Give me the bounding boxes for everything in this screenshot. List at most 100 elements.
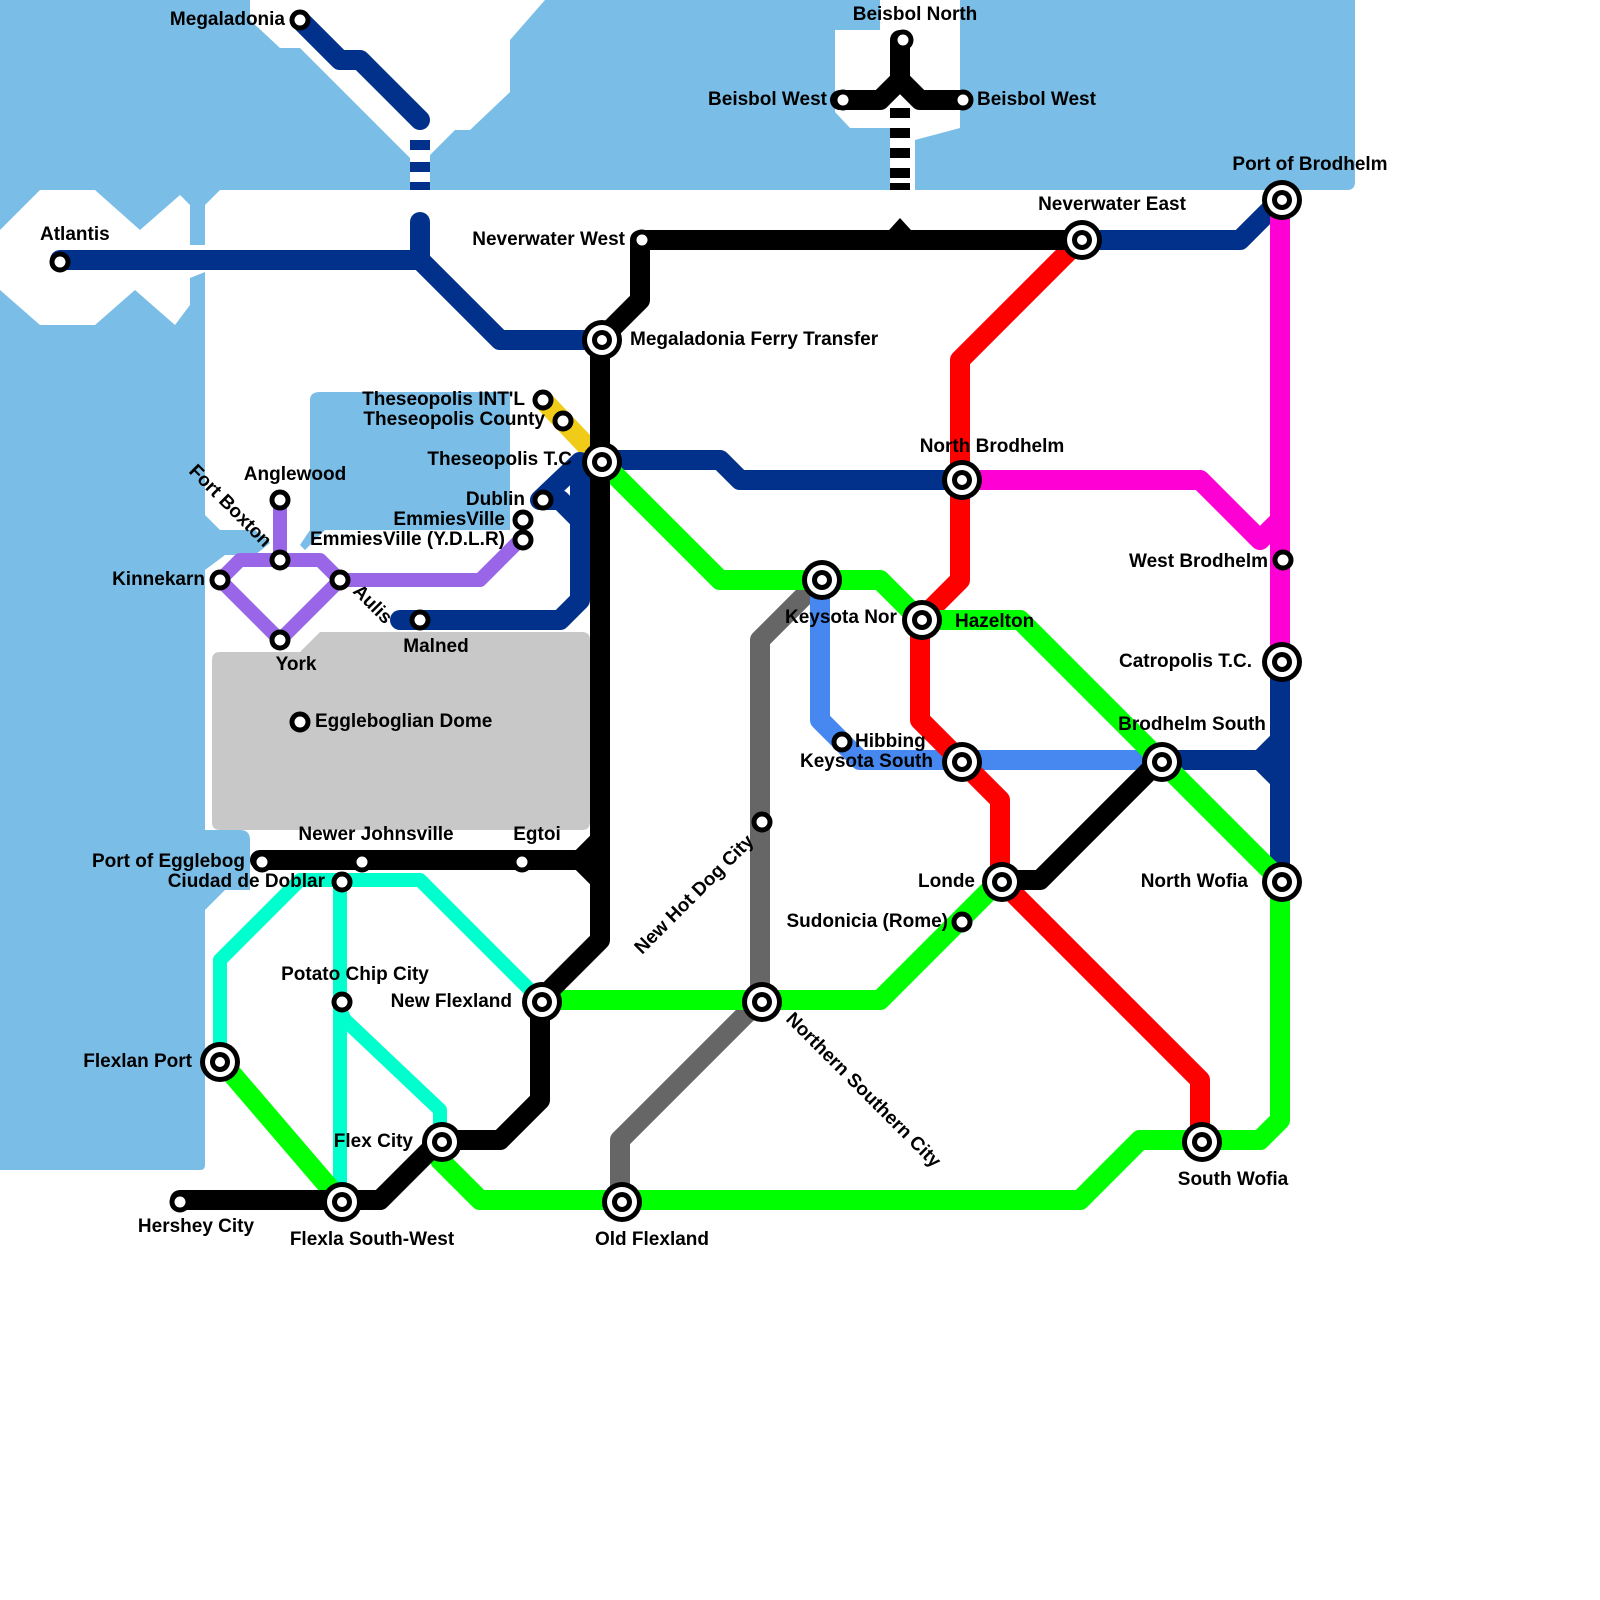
label-emmiesville: EmmiesVille [393,509,505,530]
label-aulis: Aulis [348,581,396,629]
station-newer-johnsville[interactable] [351,851,373,873]
route-lines [50,10,1290,1210]
station-hibbing[interactable] [831,731,853,753]
water-north-central [430,0,890,190]
label-beisbol-north: Beisbol North [853,4,978,25]
interchange-north-wofia[interactable] [1262,862,1302,902]
grey-line[interactable] [610,570,830,1210]
interchange-port-of-brodhelm[interactable] [1262,180,1302,220]
label-brodhelm-south: Brodhelm South [1118,714,1266,735]
station-beisbol-west-2[interactable] [952,89,974,111]
label-londe: Londe [918,871,975,892]
magenta-line[interactable] [950,190,1290,670]
water-west [0,272,205,1170]
station-fort-boxton[interactable] [269,549,291,571]
interchange-flex-city[interactable] [422,1122,462,1162]
label-theseopolis-county: Theseopolis County [363,409,545,430]
water-west-inlet [205,830,250,910]
station-emmiesville-ydlr[interactable] [512,529,534,551]
interchange-theseopolis-tc[interactable] [582,442,622,482]
station-emmiesville[interactable] [512,509,534,531]
interchange-londe[interactable] [982,862,1022,902]
station-ciudad-de-doblar[interactable] [331,871,353,893]
label-north-brodhelm: North Brodhelm [920,436,1065,457]
water-northeast [915,0,1355,190]
label-theseopolis-tc: Theseopolis T.C [427,449,572,470]
station-kinnekarn[interactable] [209,569,231,591]
black-ferry-segment [890,108,910,190]
label-megaladonia-ferry: Megaladonia Ferry Transfer [630,329,879,350]
station-new-hot-dog-city[interactable] [751,811,773,833]
navy-ferry-segment [410,140,430,190]
station-malned[interactable] [409,609,431,631]
label-eggleboglian-dome: Eggleboglian Dome [315,711,492,732]
label-west-brodhelm: West Brodhelm [1129,551,1268,572]
label-dublin: Dublin [466,489,525,510]
red-line[interactable] [910,230,1210,1150]
interchange-hazelton[interactable] [902,600,942,640]
station-beisbol-west-1[interactable] [832,89,854,111]
label-port-of-egglebog: Port of Egglebog [92,851,245,872]
label-catropolis-tc: Catropolis T.C. [1119,651,1252,672]
station-hershey-city[interactable] [169,1191,191,1213]
station-dublin[interactable] [532,489,554,511]
interchange-megaladonia-ferry[interactable] [582,320,622,360]
label-old-flexland: Old Flexland [595,1229,709,1250]
label-kinnekarn: Kinnekarn [112,569,205,590]
station-atlantis[interactable] [49,251,71,273]
water-northwest [0,0,410,245]
station-egtoi[interactable] [511,851,533,873]
label-hershey-city: Hershey City [138,1216,255,1237]
label-new-hot-dog-city: New Hot Dog City [631,831,759,959]
label-theseopolis-intl: Theseopolis INT'L [362,389,525,410]
label-south-wofia: South Wofia [1178,1169,1289,1190]
interchange-flexlan-port[interactable] [200,1042,240,1082]
interchange-old-flexland[interactable] [602,1182,642,1222]
label-newer-johnsville: Newer Johnsville [298,824,453,845]
station-west-brodhelm[interactable] [1272,549,1294,571]
label-flex-city: Flex City [334,1131,414,1152]
station-neverwater-west[interactable] [631,229,653,251]
label-york: York [276,654,317,675]
label-egtoi: Egtoi [513,824,561,845]
label-northern-southern-city: Northern Southern City [781,1009,945,1173]
station-potato-chip-city[interactable] [331,991,353,1013]
station-eggleboglian-dome[interactable] [289,711,311,733]
cyan-line[interactable] [213,873,547,1207]
station-theseopolis-county[interactable] [552,410,574,432]
interchange-north-brodhelm[interactable] [942,460,982,500]
station-york[interactable] [269,629,291,651]
stations [49,9,1302,1222]
interchange-flexla-south-west[interactable] [322,1182,362,1222]
interchange-northern-southern-city[interactable] [742,982,782,1022]
label-malned: Malned [403,636,468,657]
interchange-keysota-south[interactable] [942,742,982,782]
interchange-brodhelm-south[interactable] [1142,742,1182,782]
interchange-new-flexland[interactable] [522,982,562,1022]
station-beisbol-north[interactable] [892,29,914,51]
black-line[interactable] [170,30,1170,1210]
label-port-of-brodhelm: Port of Brodhelm [1232,154,1387,175]
interchange-keysota-north[interactable] [802,560,842,600]
interchange-catropolis-tc[interactable] [1262,642,1302,682]
station-anglewood[interactable] [269,489,291,511]
station-aulis[interactable] [329,569,351,591]
label-sudonicia: Sudonicia (Rome) [786,911,948,932]
station-sudonicia[interactable] [951,911,973,933]
interchange-neverwater-east[interactable] [1062,220,1102,260]
water-theseopolis-bay [300,392,510,550]
black-junction [880,218,920,240]
station-megaladonia[interactable] [289,9,311,31]
label-new-flexland: New Flexland [391,991,512,1012]
label-neverwater-west: Neverwater West [472,229,625,250]
water-bodies [0,0,1355,1170]
label-megaladonia: Megaladonia [170,9,286,30]
station-theseopolis-intl[interactable] [532,389,554,411]
interchange-south-wofia[interactable] [1182,1122,1222,1162]
label-hazelton: Hazelton [955,611,1034,632]
label-hibbing: Hibbing [855,731,926,752]
label-neverwater-east: Neverwater East [1038,194,1187,215]
station-port-of-egglebog[interactable] [251,851,273,873]
label-anglewood: Anglewood [244,464,346,485]
